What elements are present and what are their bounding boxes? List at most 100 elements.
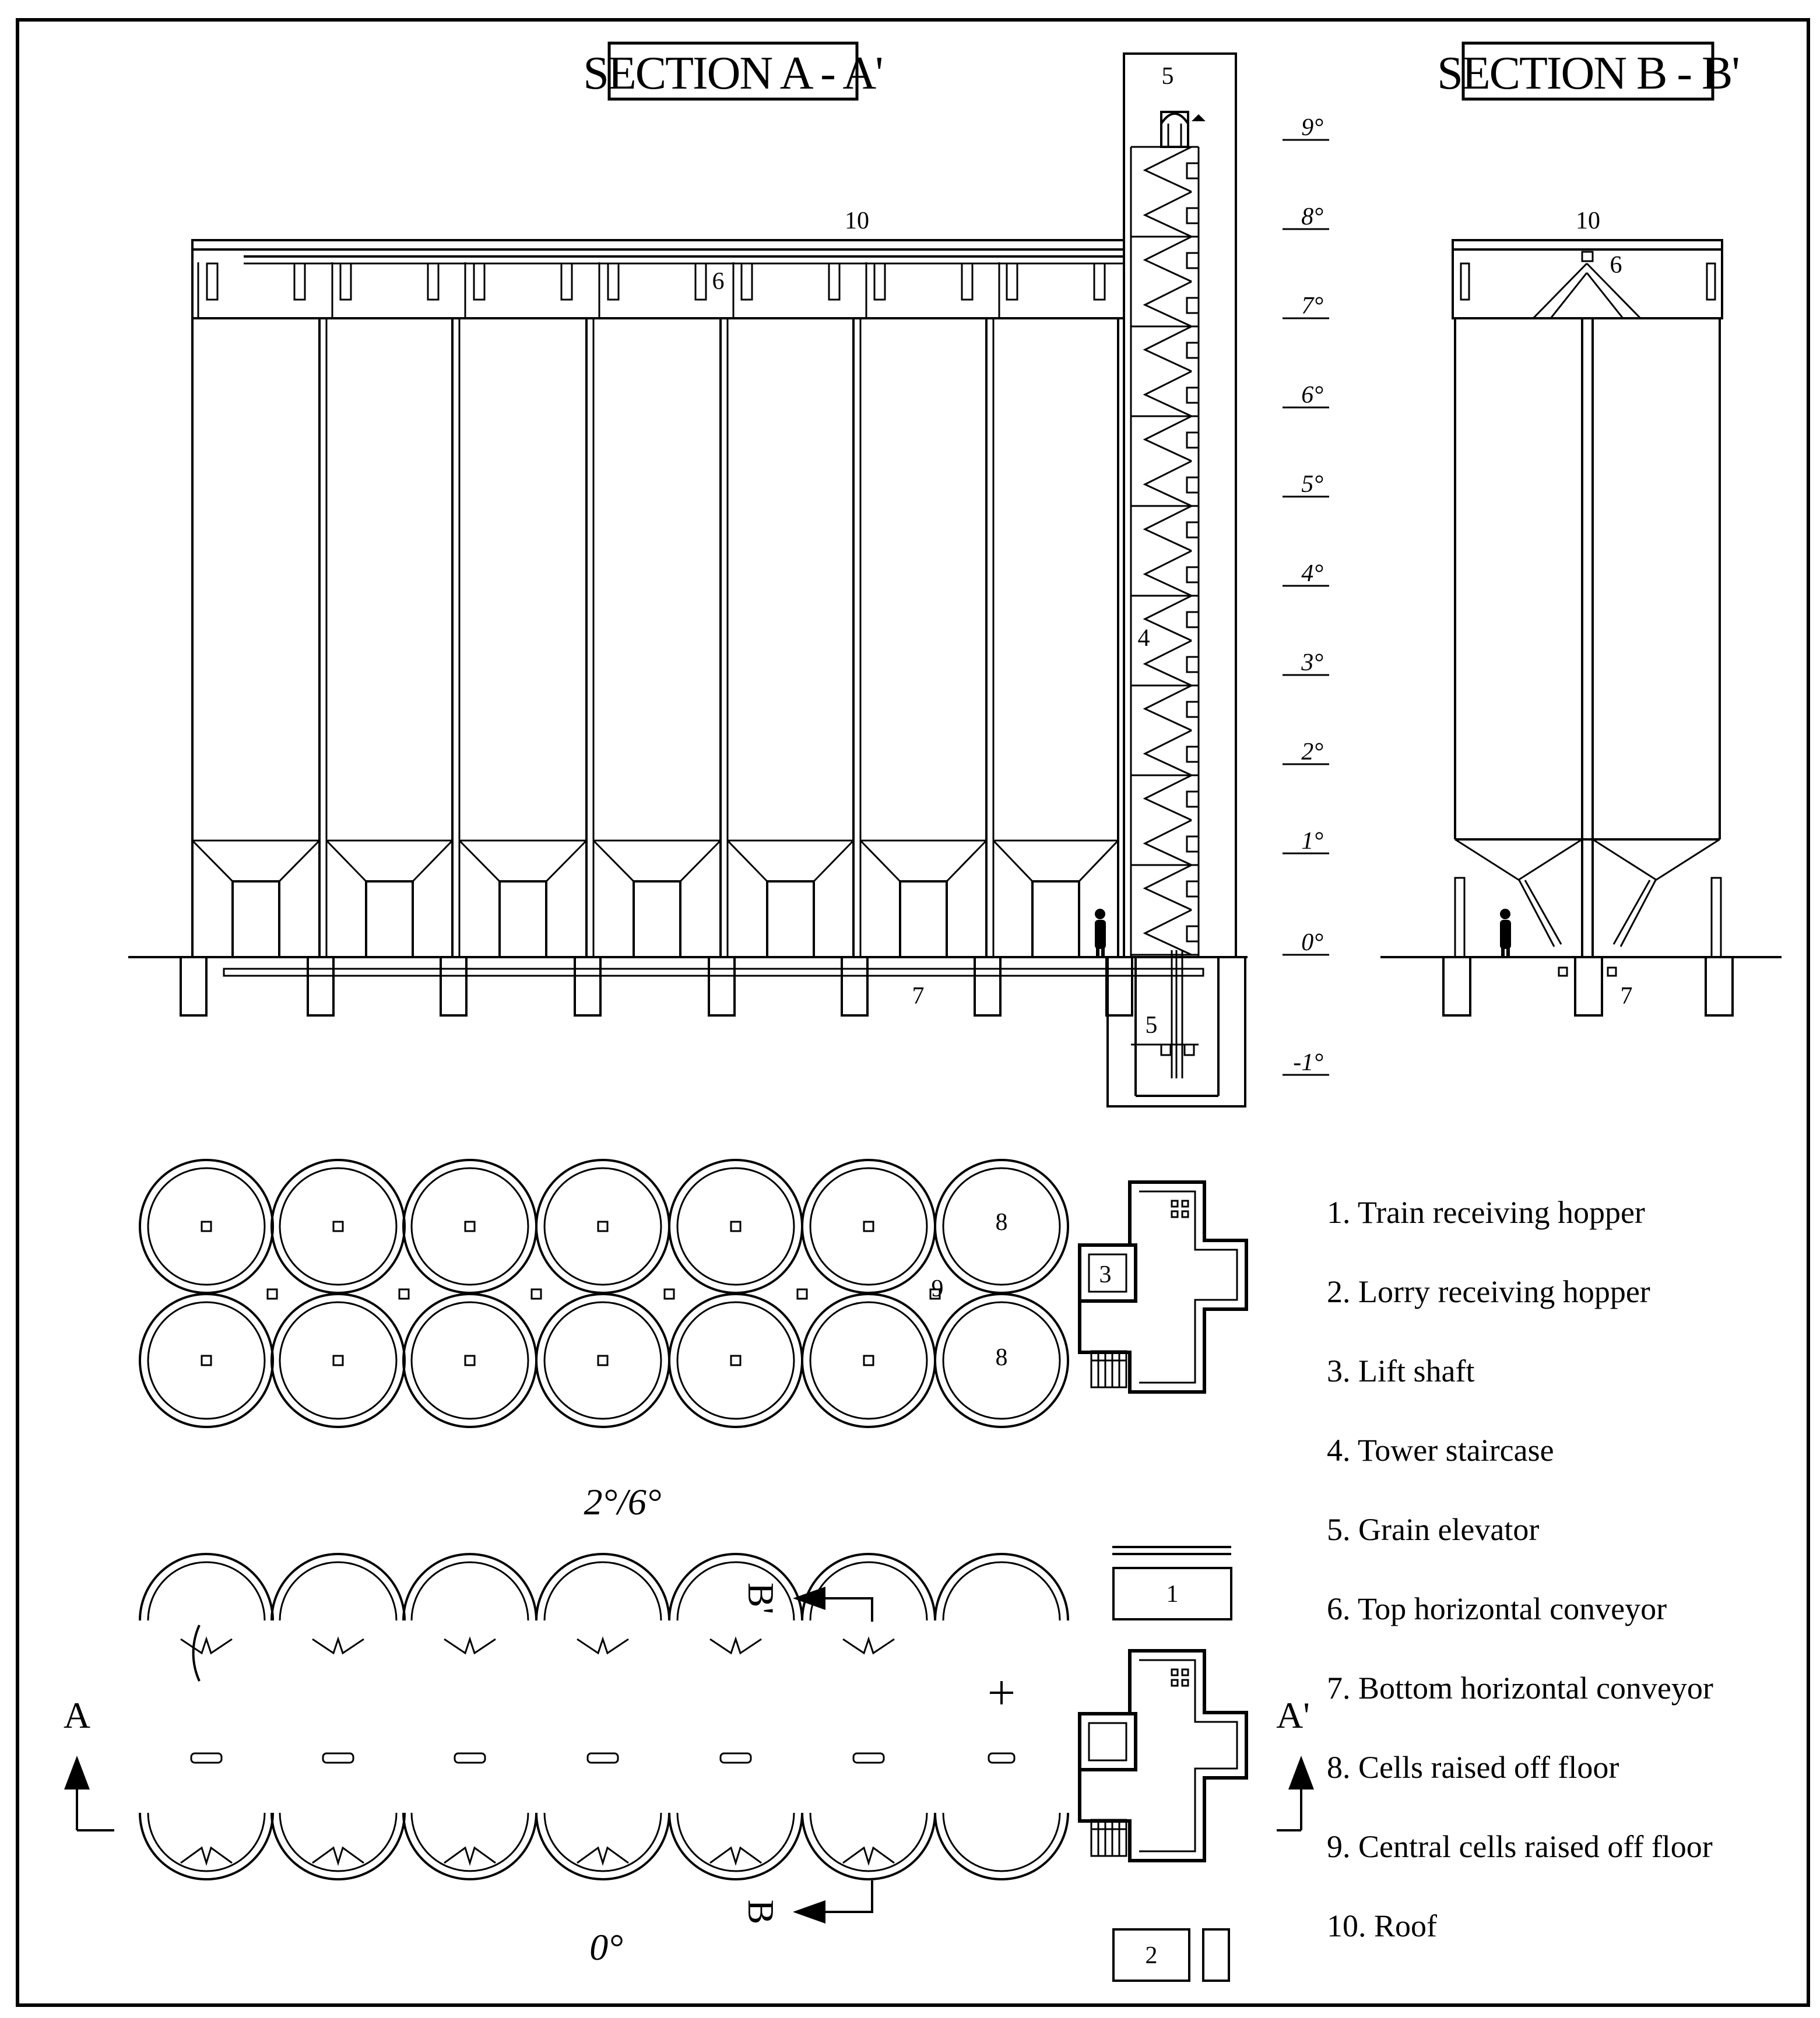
discharge-cone-bottom <box>444 1846 496 1866</box>
hopper-cone <box>325 839 454 883</box>
lorry-hopper-box <box>1112 1928 1190 1982</box>
callout-central: 9 <box>932 1275 944 1302</box>
cell-outlet <box>730 1355 742 1366</box>
footing-b-3 <box>1705 956 1734 1017</box>
legend-item-4: 4. Tower staircase <box>1327 1433 1554 1468</box>
discharge-chutes-b <box>1518 880 1657 947</box>
hopper-cone <box>191 839 321 883</box>
center-outlet <box>719 1752 752 1764</box>
cell-outlet <box>464 1355 476 1366</box>
arrow-a-right-icon <box>1277 1756 1314 1831</box>
discharge-gate <box>899 880 948 958</box>
stair-landing <box>1186 207 1200 224</box>
callout-bottom-conveyor-b: 7 <box>1621 983 1633 1010</box>
legend-item-5: 5. Grain elevator <box>1327 1512 1539 1547</box>
cell-outlet <box>201 1221 212 1232</box>
cell-inner <box>543 1167 662 1286</box>
stair-flight <box>1143 370 1192 417</box>
cell-arc-top <box>801 1553 936 1621</box>
tower-window-grid-lower <box>1171 1668 1189 1687</box>
cell-arc-top <box>668 1553 803 1621</box>
callout-train-hopper: 1 <box>1167 1581 1179 1608</box>
hopper-cone <box>859 839 988 883</box>
roof-slot-b-1 <box>1460 262 1470 301</box>
central-outlet <box>398 1288 410 1300</box>
cell-outlet <box>332 1221 344 1232</box>
stair-flight <box>1143 684 1192 732</box>
stair-flight <box>1143 729 1192 776</box>
footing-b-1 <box>1442 956 1471 1017</box>
cell-arc-bottom <box>270 1812 406 1880</box>
central-outlet <box>663 1288 675 1300</box>
footing <box>841 956 869 1017</box>
stair-flight <box>1143 819 1192 866</box>
discharge-cone-bottom <box>577 1846 629 1866</box>
roof-slots-a <box>197 262 1106 318</box>
top-conveyor-chutes-b <box>1532 262 1642 319</box>
cell-outer <box>801 1293 936 1428</box>
stair-landing <box>1186 835 1200 853</box>
tower-window-grid-upper <box>1171 1200 1189 1218</box>
stair-flight <box>1143 550 1192 597</box>
cell-arc-top-inner <box>410 1561 529 1621</box>
section-a-title: SECTION A - A' <box>583 48 882 99</box>
cell-inner <box>279 1167 398 1286</box>
drawing-frame <box>16 18 1810 2007</box>
stair-landing <box>1186 386 1200 404</box>
cell-arc-bottom-inner <box>942 1812 1061 1872</box>
person-figure-a <box>1095 909 1106 957</box>
stair-landing <box>1186 476 1200 494</box>
roof-slot <box>293 262 306 301</box>
cell-inner <box>809 1301 928 1420</box>
legend-item-7: 7. Bottom horizontal conveyor <box>1327 1671 1713 1706</box>
footing <box>307 956 335 1017</box>
cell-outer <box>801 1159 936 1294</box>
roof-slot <box>873 262 886 301</box>
arrow-b-top-label: B' <box>740 1583 782 1614</box>
cell-inner <box>543 1301 662 1420</box>
stair-flight <box>1143 191 1192 238</box>
cell-arc-top-inner <box>942 1561 1061 1621</box>
elevator-head-icon <box>1160 111 1206 148</box>
footing <box>574 956 602 1017</box>
callout-cells-bottom: 8 <box>996 1344 1008 1371</box>
plan-upper-label: 2°/6° <box>584 1481 662 1523</box>
roof-slot <box>961 262 974 301</box>
roof-slot-b-2 <box>1706 262 1716 301</box>
roof-slot <box>473 262 486 301</box>
section-b: SECTION B - B' 10 6 7 <box>1380 41 1782 1017</box>
footing <box>1105 956 1133 1017</box>
level-label: 8° <box>1301 203 1323 230</box>
roof-slot <box>206 262 219 301</box>
roof-slot <box>339 262 352 301</box>
tower-staircase <box>1143 146 1200 956</box>
center-outlet <box>454 1752 486 1764</box>
level-label: -1° <box>1293 1049 1323 1076</box>
cell-outer <box>668 1293 803 1428</box>
stair-landing <box>1186 701 1200 718</box>
cell-arc-top <box>270 1553 406 1621</box>
level-label: 2° <box>1301 739 1323 765</box>
level-marks: 9°8°7°6°5°4°3°2°1°0°-1° <box>1283 114 1329 1076</box>
hopper-cones-b <box>1454 838 1720 881</box>
stair-landing <box>1186 925 1200 943</box>
legend-item-10: 10. Roof <box>1327 1908 1437 1943</box>
cell-outer <box>934 1293 1069 1428</box>
stair-flight <box>1143 774 1192 821</box>
level-label: 1° <box>1301 828 1323 855</box>
cell-arc-bottom <box>668 1812 803 1880</box>
stair-flight <box>1143 909 1192 956</box>
cell-arc-bottom <box>402 1812 537 1880</box>
cell-arc-bottom-inner <box>410 1812 529 1872</box>
cell-inner <box>676 1167 795 1286</box>
discharge-gate <box>365 880 414 958</box>
footing <box>180 956 208 1017</box>
cell-arc-top <box>535 1553 670 1621</box>
roof-slot <box>1006 262 1018 301</box>
stair-grid-lower <box>1090 1819 1127 1857</box>
cell-outlet <box>863 1355 874 1366</box>
elevator-boot <box>1160 1043 1172 1056</box>
lower-plan-left-end <box>192 1625 201 1682</box>
callout-cells-top: 8 <box>996 1209 1008 1236</box>
roof-slot <box>607 262 620 301</box>
